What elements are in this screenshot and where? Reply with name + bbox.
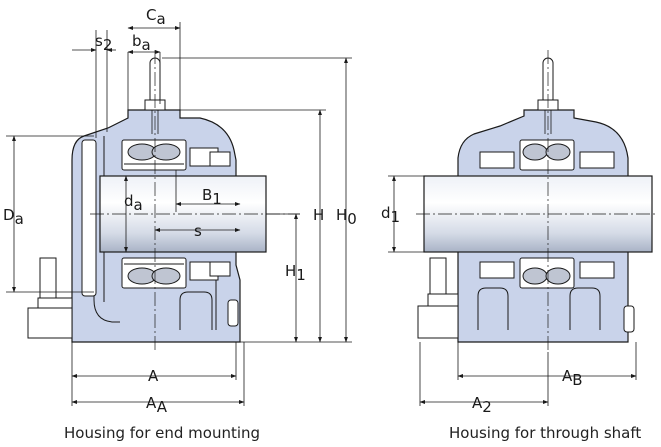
label-A: A bbox=[148, 367, 159, 385]
label-H0: H0 bbox=[336, 206, 357, 228]
svg-text:da: da bbox=[124, 192, 143, 214]
svg-text:A: A bbox=[148, 367, 159, 385]
svg-text:s2: s2 bbox=[95, 32, 112, 54]
svg-text:H: H bbox=[313, 206, 324, 224]
end-mounting-view bbox=[27, 50, 300, 352]
svg-text:H1: H1 bbox=[285, 262, 306, 284]
label-AB: AB bbox=[562, 367, 583, 389]
end-cover bbox=[81, 139, 97, 297]
grease-fitting bbox=[27, 257, 73, 339]
label-s2: s2 bbox=[95, 32, 112, 54]
svg-text:AB: AB bbox=[562, 367, 583, 389]
label-H: H bbox=[313, 206, 324, 224]
svg-text:Ca: Ca bbox=[146, 6, 166, 28]
caption-through-shaft: Housing for through shaft bbox=[449, 424, 642, 442]
label-A2: A2 bbox=[472, 394, 492, 416]
bearing-housing-drawing: Ca s2 ba Da da B1 s H H0 H1 A AA d1 AB A… bbox=[3, 6, 658, 416]
svg-text:H0: H0 bbox=[336, 206, 357, 228]
label-H1: H1 bbox=[285, 262, 306, 284]
label-s: s bbox=[194, 222, 202, 240]
label-da: da bbox=[124, 192, 143, 214]
svg-text:d1: d1 bbox=[381, 204, 400, 226]
dimensions: Ca s2 ba Da da B1 s H H0 H1 A AA d1 AB A… bbox=[3, 6, 637, 416]
svg-text:A2: A2 bbox=[472, 394, 492, 416]
label-ba: ba bbox=[132, 32, 151, 54]
bearing-top bbox=[121, 139, 231, 171]
label-AA: AA bbox=[146, 394, 168, 416]
through-shaft-view bbox=[416, 50, 658, 352]
label-B1: B1 bbox=[202, 186, 222, 208]
caption-end-mounting: Housing for end mounting bbox=[64, 424, 261, 442]
bearing-bottom bbox=[121, 257, 231, 289]
label-Da: Da bbox=[3, 206, 24, 228]
svg-text:B1: B1 bbox=[202, 186, 222, 208]
svg-text:ba: ba bbox=[132, 32, 151, 54]
svg-text:AA: AA bbox=[146, 394, 168, 416]
svg-text:Da: Da bbox=[3, 206, 24, 228]
svg-text:s: s bbox=[194, 222, 202, 240]
label-d1: d1 bbox=[381, 204, 400, 226]
label-Ca: Ca bbox=[146, 6, 166, 28]
